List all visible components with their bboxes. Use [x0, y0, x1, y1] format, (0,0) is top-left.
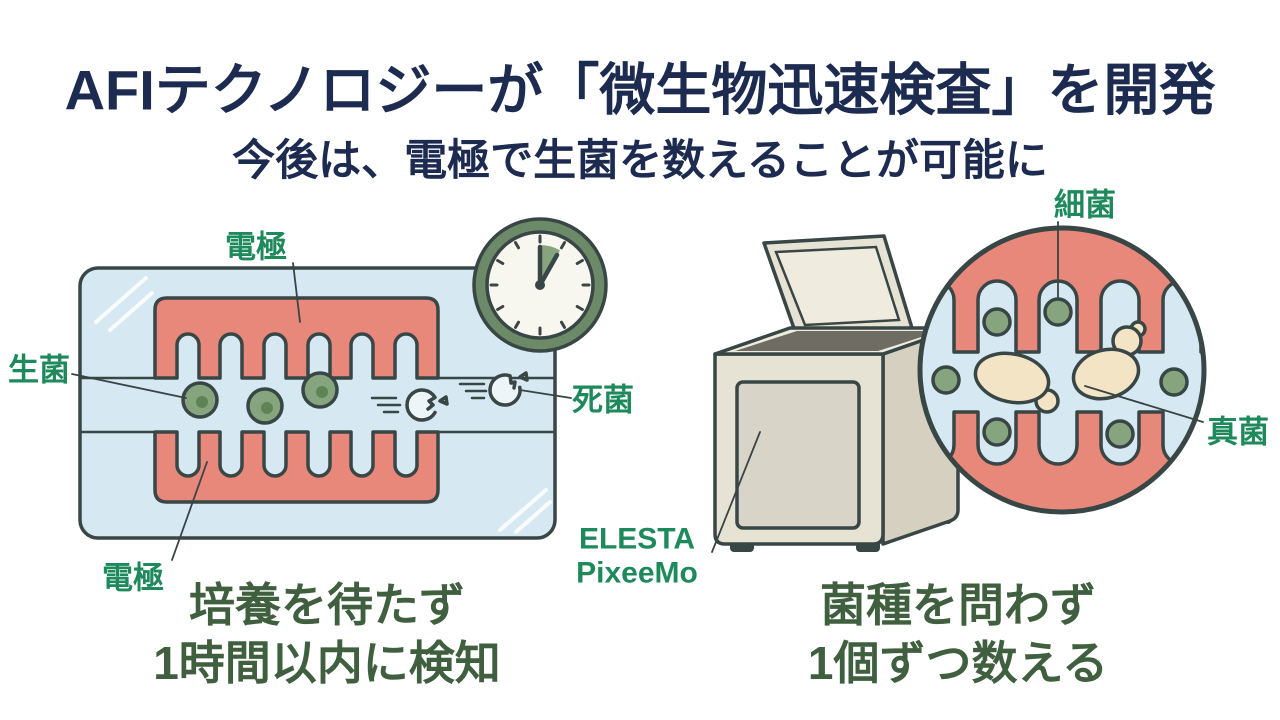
page-title: AFIテクノロジーが「微生物迅速検査」を開発 — [65, 59, 1217, 122]
device-name-line-1: ELESTA — [579, 523, 695, 556]
leader-line-device — [711, 431, 761, 553]
left-caption-line-1: 培養を待たず — [189, 579, 465, 631]
fungus-cell — [973, 351, 1060, 414]
testing-device — [713, 234, 960, 552]
clock-ticks — [489, 234, 591, 336]
bacterium-cell — [1105, 419, 1135, 449]
motion-lines — [370, 382, 488, 414]
clock-hour-hand — [537, 252, 560, 288]
dead-bacteria — [370, 371, 529, 422]
right-caption-line-2: 1個ずつ数える — [808, 637, 1108, 689]
device-window — [735, 380, 861, 530]
left-caption-line-2: 1時間以内に検知 — [153, 637, 501, 689]
right-caption-line-1: 菌種を問わず — [820, 579, 1096, 631]
device-name-line-2: PixeeMo — [576, 557, 698, 590]
electrode-chip — [78, 266, 557, 540]
bacterium-cell — [1159, 367, 1189, 397]
page-subtitle: 今後は、電極で生菌を数えることが可能に — [232, 137, 1048, 185]
label-electrode-bottom: 電極 — [102, 561, 164, 596]
label-electrode-top: 電極 — [225, 230, 287, 265]
magnifier-rim — [917, 225, 1207, 515]
top-electrode — [153, 296, 440, 380]
leader-line-fungi — [1084, 385, 1204, 423]
label-bacteria: 細菌 — [1054, 188, 1116, 223]
leader-line-electrode-bottom — [171, 461, 208, 561]
live-bacterium — [301, 371, 339, 409]
clock-pivot — [535, 280, 545, 290]
leader-line-electrode-top — [292, 262, 301, 323]
bacterium-cell — [931, 365, 961, 395]
live-bacterium — [181, 381, 219, 419]
bottom-electrode — [153, 430, 440, 504]
leader-line-dead-bacteria — [519, 389, 572, 399]
glare-highlight — [94, 276, 552, 534]
dead-bacterium — [405, 388, 449, 422]
label-live-bacteria: 生菌 — [8, 353, 70, 388]
dead-bacterium — [488, 371, 529, 407]
device-opening — [735, 331, 940, 351]
live-bacterium — [246, 387, 284, 425]
label-fungi: 真菌 — [1207, 415, 1269, 450]
clock-icon — [472, 217, 608, 353]
label-dead-bacteria: 死菌 — [572, 383, 634, 418]
bacterium-cell — [1043, 297, 1073, 327]
fungus-cell — [1071, 320, 1147, 401]
leader-line-live-bacteria — [71, 373, 187, 399]
bacterium-cell — [982, 417, 1012, 447]
bacterium-cell — [982, 307, 1012, 337]
live-bacteria — [181, 371, 339, 425]
device-lid-panel — [774, 245, 901, 327]
